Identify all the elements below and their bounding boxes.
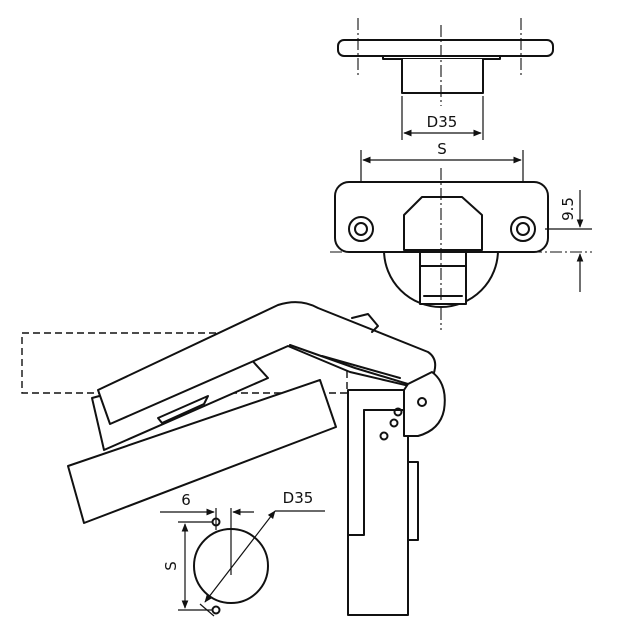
bore-diameter-dimension-line [204,510,276,603]
mounting-plate-edge [407,461,419,541]
screw-hole-left [348,216,374,242]
hole-offset-label: 9.5 [559,197,577,221]
hinge-knuckle [403,371,446,437]
hole-spacing-side-label: S [162,561,180,571]
hole-spacing-label: S [437,140,447,158]
arm-link-inner [321,355,401,379]
screw-hole-right [510,216,536,242]
knuckle-pin [393,407,403,417]
octagon-boss [403,196,483,251]
pin [389,418,399,428]
plate-recess [347,409,365,536]
base-plate-view: S 9.5 [330,140,592,330]
door-panel [67,379,337,524]
arm-clip [351,313,379,333]
arm-link [289,344,409,385]
hinge-side-view [21,301,446,616]
screw-hole-bottom [211,605,221,615]
cup-slot [157,395,209,424]
bore-diameter-label: D35 [283,489,314,507]
cup-socket [419,265,467,305]
leader-tick [199,603,215,617]
screw-hole-left-inner [354,222,368,236]
screw-hole-right-inner [516,222,530,236]
pin [379,431,389,441]
cup-diameter-label: D35 [427,113,458,131]
top-plate-view: D35 [337,18,554,140]
knuckle-pivot [417,397,427,407]
edge-distance-label: 6 [181,491,191,509]
cup-body [401,59,484,94]
drilling-pattern-view: 6 D35 S [160,489,325,617]
cabinet-side-panel [347,389,409,616]
